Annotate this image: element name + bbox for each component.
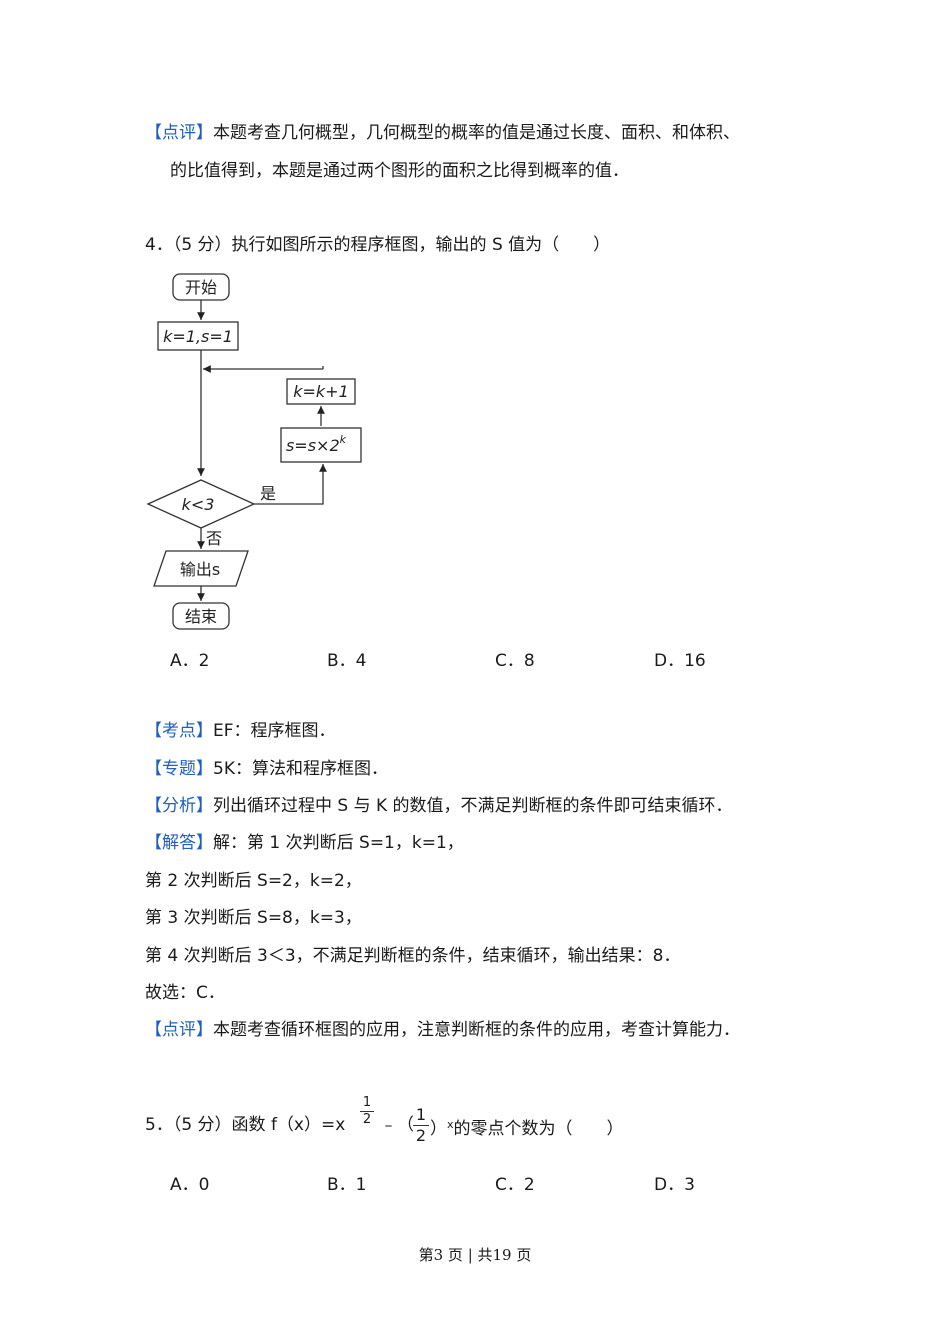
q5-option-b: B．1 [327,1175,367,1195]
page-footer: 第3 页 | 共19 页 [418,1246,532,1264]
q5-exponent-fraction: 1 2 [360,1095,374,1128]
kaodian-line: 【考点】EF：程序框图． [145,719,336,743]
review-tag: 【点评】 [145,123,213,143]
flow-init-label: k=1,s=1 [163,327,233,346]
zhuanti-line: 【专题】5K：算法和程序框图． [145,757,388,781]
q5-stem-b: ﹣（ [380,1115,414,1135]
q4-option-b: B．4 [327,651,367,671]
flow-update-k-label: k=k+1 [293,382,349,401]
zhuanti-tag: 【专题】 [145,759,213,779]
solution-step-2: 第 2 次判断后 S=2，k=2， [145,871,362,891]
q4-option-c: C．8 [495,651,535,671]
review-line-1: 【点评】本题考查几何概型，几何概型的概率的值是通过长度、面积、和体积、 [145,121,740,145]
flowchart: 开始 k=1,s=1 k=k+1 s=s×2k k<3 是 否 输出s 结束 [146,273,362,630]
fenxi-tag: 【分析】 [145,796,213,816]
kaodian-text: EF：程序框图． [213,721,336,741]
q4-option-d: D．16 [654,651,706,671]
dianping-text: 本题考查循环框图的应用，注意判断框的条件的应用，考查计算能力． [213,1020,740,1040]
flow-yes-label: 是 [260,484,276,503]
jieda-tag: 【解答】 [145,833,213,853]
question-4-stem: 4．（5 分）执行如图所示的程序框图，输出的 S 值为（ ） [145,235,611,255]
flow-output-box [153,550,249,587]
review-text: 本题考查几何概型，几何概型的概率的值是通过长度、面积、和体积、 [213,123,740,143]
zhuanti-text: 5K：算法和程序框图． [213,759,388,779]
solution-step-4: 第 4 次判断后 3＜3，不满足判断框的条件，结束循环，输出结果：8． [145,946,681,966]
kaodian-tag: 【考点】 [145,721,213,741]
q5-option-c: C．2 [495,1175,535,1195]
q5-frac-denominator: 2 [413,1125,429,1146]
review-text-cont: 的比值得到，本题是通过两个图形的面积之比得到概率的值． [170,161,629,181]
solution-choice: 故选：C． [145,983,225,1003]
dianping-tag: 【点评】 [145,1020,213,1040]
q5-frac-numerator: 1 [415,1105,427,1124]
fenxi-text: 列出循环过程中 S 与 K 的数值，不满足判断框的条件即可结束循环． [213,796,733,816]
fenxi-line: 【分析】列出循环过程中 S 与 K 的数值，不满足判断框的条件即可结束循环． [145,794,733,818]
q5-stem-c: ）x的零点个数为（ ） [430,1113,624,1141]
review-line-2: 的比值得到，本题是通过两个图形的面积之比得到概率的值． [170,159,629,183]
flow-end-box [172,602,230,630]
jieda-line: 【解答】解：第 1 次判断后 S=1，k=1， [145,831,464,855]
flow-start-label: 开始 [185,278,217,297]
q5-exp-x: x [447,1118,454,1131]
q5-close-paren: ） [430,1119,447,1139]
solution-step-3: 第 3 次判断后 S=8，k=3， [145,908,362,928]
flow-no-label: 否 [206,529,222,548]
flow-end-label: 结束 [185,607,217,626]
q5-stem-a: 5．（5 分）函数 f（x）=x [145,1115,346,1135]
q5-stem-d: 的零点个数为（ ） [453,1119,624,1139]
flow-update-k-box [286,378,356,405]
jieda-text: 解：第 1 次判断后 S=1，k=1， [213,833,464,853]
q4-option-a: A．2 [170,651,210,671]
q5-exp-numerator: 1 [362,1095,372,1110]
q5-base-fraction: 1 2 [413,1105,429,1146]
flow-update-s-label: s=s×2k [286,433,347,455]
flow-update-s-box [280,427,362,463]
q5-exp-denominator: 2 [360,1111,374,1128]
flow-output-label: 输出s [180,560,220,579]
q5-option-d: D．3 [654,1175,695,1195]
dianping-line: 【点评】本题考查循环框图的应用，注意判断框的条件的应用，考查计算能力． [145,1018,740,1042]
flow-condition-label: k<3 [182,495,215,514]
q5-option-a: A．0 [170,1175,210,1195]
flow-init-box [157,321,239,351]
